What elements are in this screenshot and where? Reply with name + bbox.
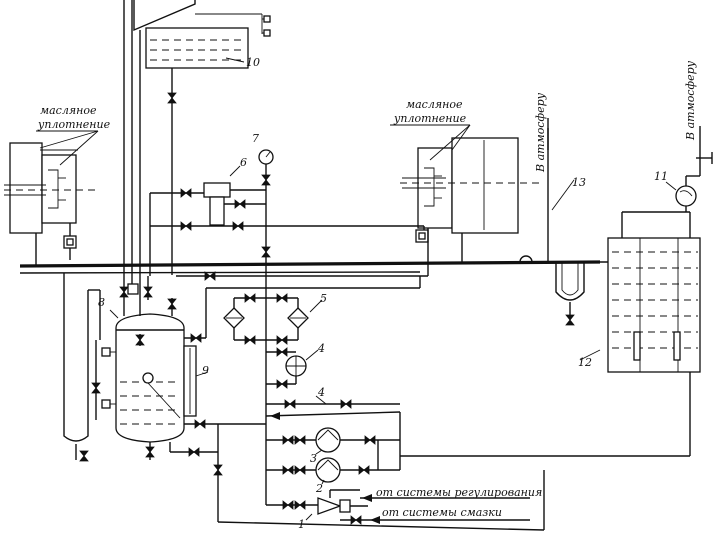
valve-icon	[188, 447, 200, 457]
label-9: 9	[202, 364, 209, 377]
oil-pump-2	[315, 457, 341, 483]
label-6: 6	[240, 156, 247, 169]
label-12: 12	[578, 356, 592, 369]
level-gauge-icon	[263, 29, 271, 37]
left-oil-seal	[4, 142, 96, 234]
valve-icon	[565, 314, 575, 326]
valve-icon	[261, 174, 271, 186]
valve-icon	[276, 379, 288, 389]
tank-10-inlet-funnel	[133, 0, 196, 32]
label-10: 10	[246, 56, 260, 69]
differential-regulator-6	[203, 182, 231, 198]
valve-icon	[276, 347, 288, 357]
exhaust-fan-11	[675, 185, 697, 207]
oil-seal-left-label-l1: масляное	[40, 104, 97, 117]
float-trap-icon	[127, 283, 139, 295]
valve-icon	[232, 221, 244, 231]
valve-icon	[190, 333, 202, 343]
label-8: 8	[98, 296, 105, 309]
label-4b: 4	[317, 386, 325, 399]
drain-tank-12	[607, 211, 701, 373]
valve-icon	[358, 465, 370, 475]
valve-icon	[282, 435, 294, 445]
level-gauge-icon	[101, 347, 111, 357]
oil-pump-1	[317, 497, 342, 515]
valve-icon	[276, 335, 288, 345]
valve-icon	[145, 446, 155, 458]
valve-icon	[261, 246, 271, 258]
oil-seal-right-label-l1: масляное	[406, 98, 463, 111]
main-oil-header	[19, 260, 601, 268]
to-atmosphere-label-2: В атмосферу	[684, 60, 697, 141]
valve-icon	[180, 188, 192, 198]
label-11: 11	[654, 170, 668, 183]
valve-icon	[364, 435, 376, 445]
to-atmosphere-label-1: В атмосферу	[534, 92, 547, 173]
valve-icon	[340, 399, 352, 409]
float-icon	[142, 372, 154, 384]
valve-icon	[282, 500, 294, 510]
valve-icon	[244, 293, 256, 303]
valve-icon	[167, 92, 177, 104]
from-lubrication-label: от системы смазки	[382, 506, 502, 519]
u-seal-left	[63, 420, 89, 442]
oil-seal-left-label-l2: уплотнение	[37, 118, 111, 131]
valve-icon	[213, 464, 223, 476]
valve-icon	[276, 293, 288, 303]
valve-icon	[294, 435, 306, 445]
label-7: 7	[252, 132, 259, 145]
oil-pump-3	[315, 427, 341, 453]
right-oil-seal	[400, 137, 540, 234]
label-13: 13	[572, 176, 586, 189]
valve-icon	[79, 450, 89, 462]
label-4: 4	[317, 342, 325, 355]
valve-icon	[119, 286, 129, 298]
label-5: 5	[320, 292, 327, 305]
label-1: 1	[298, 518, 305, 531]
valve-icon	[180, 221, 192, 231]
oil-tank-8	[115, 313, 185, 443]
label-2: 2	[315, 482, 323, 495]
valve-icon	[284, 399, 296, 409]
label-3: 3	[310, 452, 317, 465]
level-gauge-icon	[101, 399, 111, 409]
from-regulation-label: от системы регулирования	[376, 486, 542, 499]
level-gauge-icon	[263, 15, 271, 23]
oil-seal-right-label-l2: уплотнение	[393, 112, 467, 125]
valve-icon	[194, 419, 206, 429]
u-seal-right	[555, 262, 585, 301]
valve-icon	[244, 335, 256, 345]
valve-icon	[294, 465, 306, 475]
upper-tank-10	[145, 27, 249, 69]
valve-icon	[282, 465, 294, 475]
valve-icon	[294, 500, 306, 510]
